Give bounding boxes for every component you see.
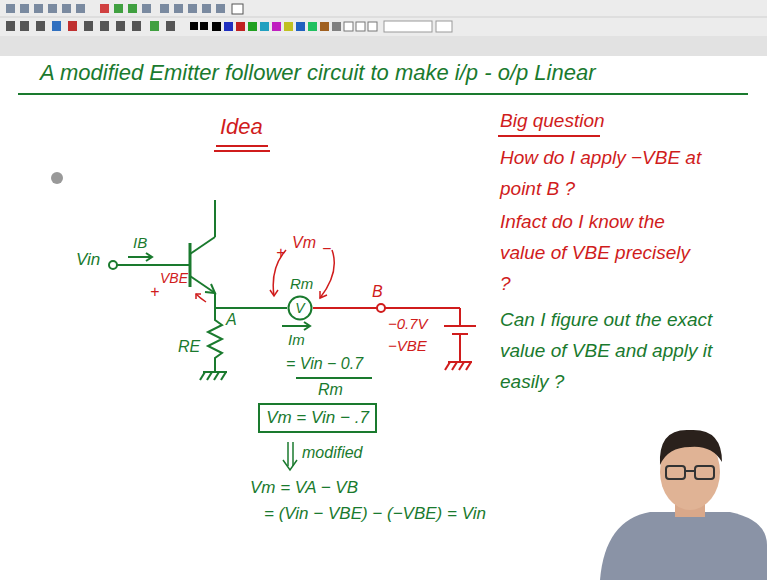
polarity-sign: − [322, 240, 331, 258]
heading: Big question [500, 110, 605, 132]
current-name: IB [133, 234, 147, 251]
fraction-bar [296, 377, 372, 379]
equation: = Vin − 0.7 [286, 355, 363, 373]
voltage-name: Vm [292, 234, 316, 252]
idea-underline [214, 146, 270, 151]
part-name: RE [178, 338, 200, 356]
voltmeter-symbol: V [287, 295, 313, 321]
node-text: V [295, 300, 304, 316]
heading-underline [498, 135, 600, 137]
transistor-symbol [109, 200, 287, 308]
node-body: V [287, 295, 313, 321]
im-arrow [282, 322, 310, 330]
polarity-sign: + [150, 283, 159, 301]
result-box: Vm = Vin − .7 [258, 403, 377, 433]
voltage-value: −0.7V [388, 315, 428, 332]
node-text: Vm = Vin − .7 [266, 408, 369, 428]
part-name: Rm [290, 275, 313, 292]
page-title: A modified Emitter follower circuit to m… [40, 60, 596, 85]
emitter-resistor [200, 308, 227, 380]
node-name: A [226, 311, 237, 329]
node-name: B [372, 283, 383, 301]
voltage-name: VBE [160, 270, 188, 286]
pointer-dot [51, 172, 63, 184]
polarity-sign: + [276, 244, 285, 262]
note-text: Infact do I know the value of VBE precis… [500, 206, 695, 299]
node-body: Vm = Vin − .7 [260, 405, 375, 431]
voltage-value: −VBE [388, 337, 427, 354]
presenter-figure [600, 430, 767, 580]
modified-arrow [283, 442, 297, 470]
signal-name: Vin [76, 250, 100, 270]
heading: Idea [220, 114, 263, 139]
note-text: modified [302, 444, 362, 462]
ib-arrow [128, 253, 152, 261]
equation: = (Vin − VBE) − (−VBE) = Vin [264, 504, 486, 524]
vbe-arrow [196, 294, 206, 302]
equation: Vm = VA − VB [250, 478, 358, 498]
note-text: Can I figure out the exact value of VBE … [500, 304, 750, 397]
note-text: How do I apply −VBE at point B ? [500, 142, 725, 204]
current-name: Im [288, 331, 305, 348]
equation: Rm [318, 381, 343, 399]
title-underline [18, 93, 748, 95]
toolbar [0, 0, 767, 56]
